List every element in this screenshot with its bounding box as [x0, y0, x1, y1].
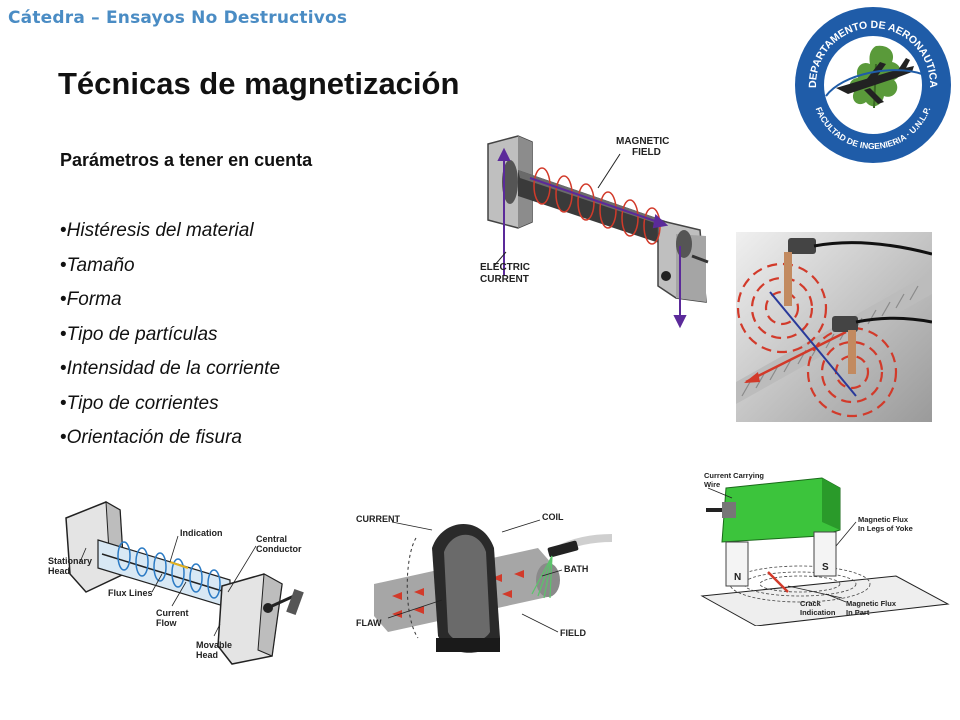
yoke-figure: Current Carrying Wire Magnetic Flux In L… — [700, 471, 950, 626]
head-shot-figure: MAGNETIC FIELD ELECTRIC CURRENT — [480, 135, 709, 329]
list-item: Histéresis del material — [60, 214, 280, 249]
list-item: Intensidad de la corriente — [60, 352, 280, 387]
flux-in-yoke-label: Magnetic Flux In Legs of Yoke — [858, 515, 913, 533]
flaw-label: FLAW — [356, 618, 382, 628]
flux-in-part-label: Magnetic Flux In Part — [846, 599, 898, 617]
movable-head-label: Movable Head — [196, 640, 235, 660]
indication-label: Indication — [180, 528, 223, 538]
slide-subtitle: Parámetros a tener en cuenta — [60, 150, 313, 170]
list-item: Tamaño — [60, 249, 280, 284]
list-item: Tipo de corrientes — [60, 387, 280, 422]
pole-n-label: N — [734, 572, 741, 583]
coil-label: COIL — [542, 512, 564, 522]
central-conductor-label: Central Conductor — [256, 534, 302, 554]
department-logo: DEPARTAMENTO DE AERONAUTICA FACULTAD DE … — [795, 7, 951, 163]
current-label: CURRENT — [356, 514, 401, 524]
electric-current-label: ELECTRIC CURRENT — [480, 262, 533, 285]
course-header: Cátedra – Ensayos No Destructivos — [8, 8, 348, 28]
central-conductor-figure: Indication Central Conductor Stationary … — [48, 501, 304, 665]
field-label: FIELD — [560, 628, 586, 638]
crack-indication-label: Crack Indication — [800, 599, 836, 617]
current-flow-label: Current Flow — [156, 608, 191, 628]
parameter-list: Histéresis del material Tamaño Forma Tip… — [60, 214, 280, 456]
current-carrying-wire-label: Current Carrying Wire — [704, 471, 766, 489]
coil-figure: CURRENT COIL BATH FLAW FIELD — [356, 512, 613, 653]
leakage-field-photo — [736, 232, 932, 422]
list-item: Orientación de fisura — [60, 421, 280, 456]
flux-lines-label: Flux Lines — [108, 588, 153, 598]
bath-label: BATH — [564, 564, 588, 574]
slide-title: Técnicas de magnetización — [58, 66, 460, 101]
magnetic-field-label: MAGNETIC FIELD — [616, 136, 672, 158]
pole-s-label: S — [822, 562, 829, 573]
stationary-head-label: Stationary Head — [48, 556, 95, 576]
list-item: Forma — [60, 283, 280, 318]
list-item: Tipo de partículas — [60, 318, 280, 353]
